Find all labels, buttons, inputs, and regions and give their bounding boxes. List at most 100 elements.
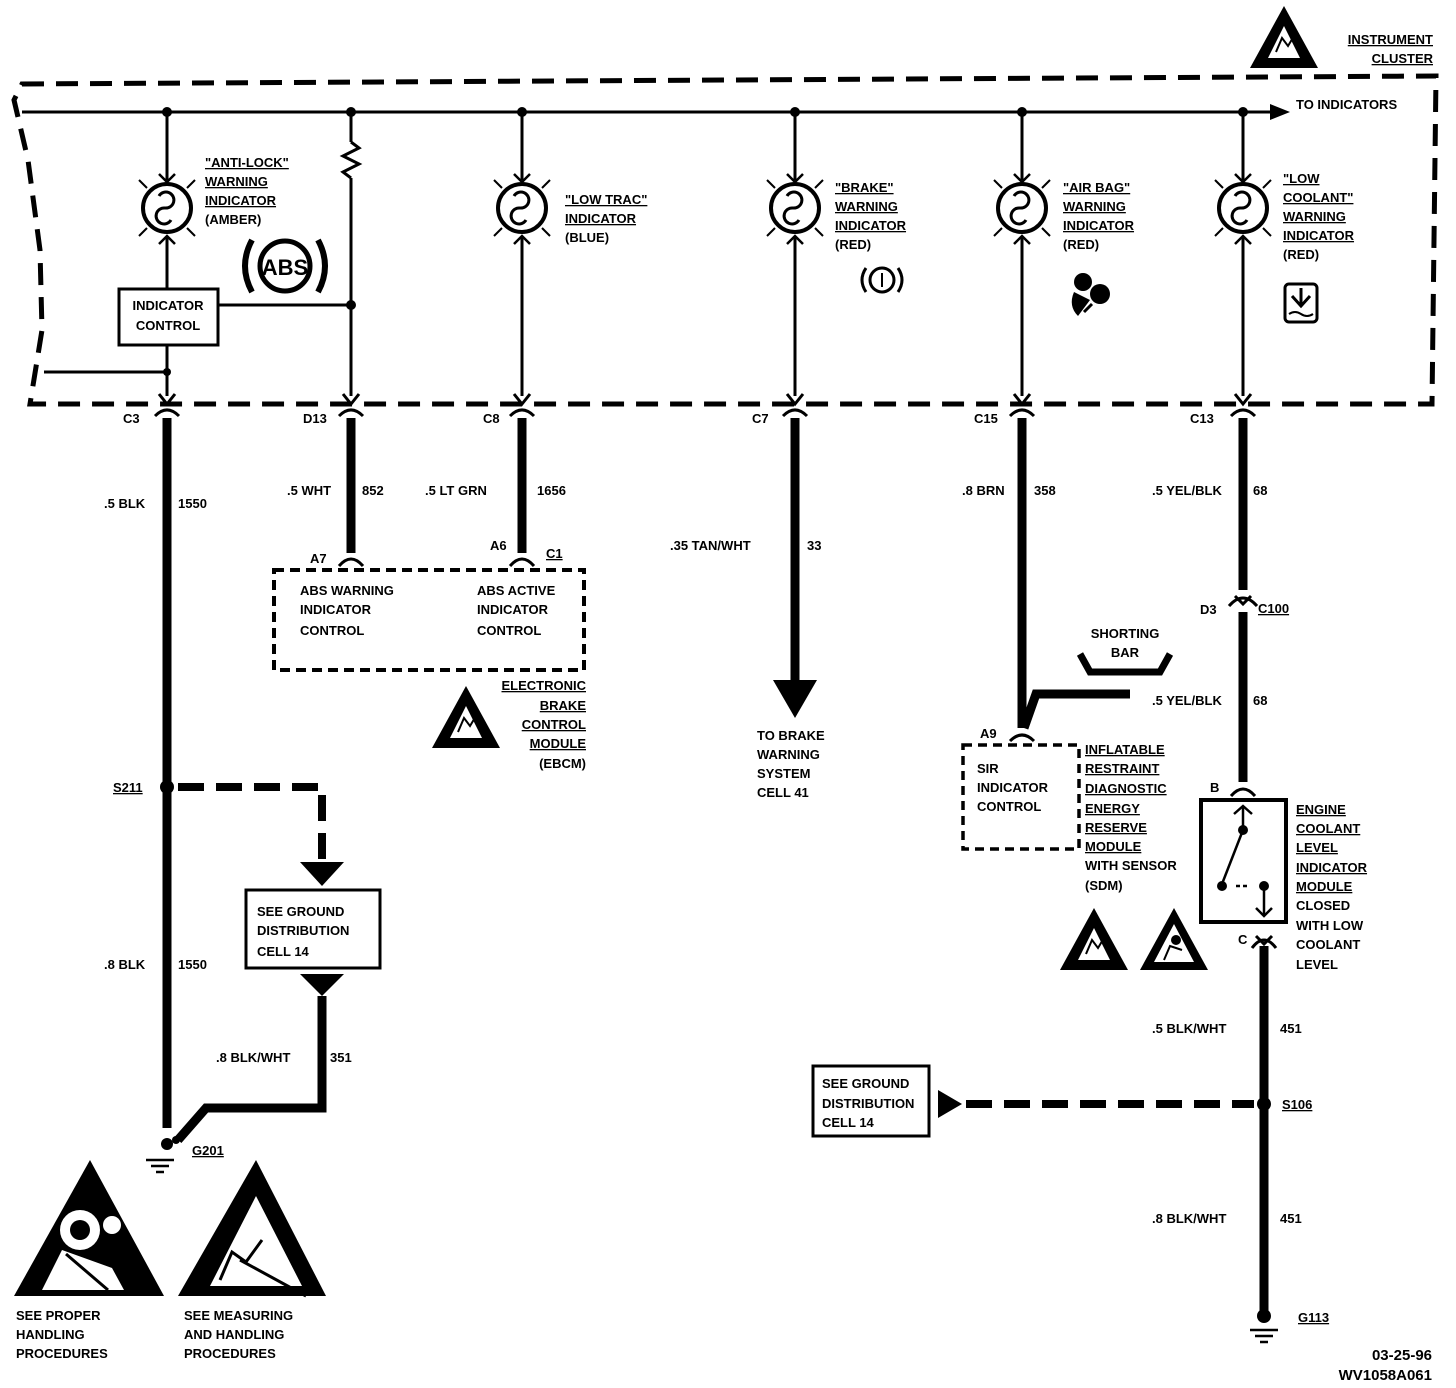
- label-indicators-1-l3: (BLUE): [565, 230, 609, 245]
- label-c100-pin: D3: [1200, 602, 1217, 617]
- brake-arrow-icon: [773, 680, 817, 718]
- label-legend-a1: SEE PROPER: [16, 1308, 101, 1323]
- label-wires-w33-n: 33: [807, 538, 821, 553]
- label-brake_dest-l1: TO BRAKE: [757, 728, 825, 743]
- label-sdm-l1: SIR: [977, 761, 999, 776]
- label-ground_ref_2-l1: SEE GROUND: [822, 1076, 909, 1091]
- label-splices-s211: S211: [113, 780, 143, 795]
- label-sdm-n4: ENERGY: [1085, 801, 1140, 816]
- label-indicators-1-l2: INDICATOR: [565, 211, 637, 226]
- bulb-icon: [992, 178, 1052, 238]
- bulb-icon: [492, 178, 552, 238]
- label-indicators-0-l3: INDICATOR: [205, 193, 277, 208]
- label-brake_dest-l2: WARNING: [757, 747, 820, 762]
- label-connectors-c15: C15: [974, 411, 998, 426]
- label-grounds-g201: G201: [192, 1143, 224, 1158]
- label-ebcm-right3: CONTROL: [477, 623, 541, 638]
- label-sdm-pin: A9: [980, 726, 997, 741]
- label-sdm-n1: INFLATABLE: [1085, 742, 1165, 757]
- diagram-date: 03-25-96: [1372, 1347, 1432, 1364]
- indicator-control-label: CONTROL: [136, 318, 200, 333]
- airbag-handling-icon: [14, 1160, 164, 1296]
- label-wires-w1550b-g: .8 BLK: [104, 957, 146, 972]
- to-indicators-label: TO INDICATORS: [1296, 97, 1397, 112]
- label-coolant_module-s1: CLOSED: [1296, 898, 1350, 913]
- label-wires-w1656-n: 1656: [537, 483, 566, 498]
- label-wires-w358-n: 358: [1034, 483, 1056, 498]
- label-ebcm-n5: (EBCM): [539, 756, 586, 771]
- label-coolant_module-n5: MODULE: [1296, 879, 1353, 894]
- label-grounds-g113: G113: [1298, 1310, 1329, 1325]
- label-wires-w351-n: 351: [330, 1050, 352, 1065]
- shorting-bar: [1076, 652, 1174, 676]
- cluster-boundary: [11, 73, 1439, 407]
- label-brake_dest-l4: CELL 41: [757, 785, 809, 800]
- label-indicators-4-l3: WARNING: [1283, 209, 1346, 224]
- label-ground_ref_1-l2: DISTRIBUTION: [257, 923, 349, 938]
- airbag-warning-icon: [1140, 908, 1208, 970]
- ground-symbol-icon: [1248, 1328, 1280, 1344]
- label-indicators-4-l1: "LOW: [1283, 171, 1320, 186]
- label-indicators-3-l2: WARNING: [1063, 199, 1126, 214]
- airbag-symbol-icon: [1071, 273, 1110, 316]
- label-legend-b2: AND HANDLING: [184, 1327, 284, 1342]
- label-wires-w451b-g: .8 BLK/WHT: [1152, 1211, 1226, 1226]
- label-ebcm-left3: CONTROL: [300, 623, 364, 638]
- sdm-module: [961, 743, 1081, 851]
- label-legend-a2: HANDLING: [16, 1327, 85, 1342]
- esd-warning-icon: [431, 685, 501, 749]
- cluster-title: CLUSTER: [1372, 51, 1434, 66]
- label-sdm-l3: CONTROL: [977, 799, 1041, 814]
- label-coolant_module-n2: COOLANT: [1296, 821, 1360, 836]
- label-wires-w68a-g: .5 YEL/BLK: [1152, 483, 1222, 498]
- label-indicators-0-symbol: ABS: [262, 255, 308, 280]
- indicator-control-box: [117, 287, 220, 347]
- label-ebcm-n4: MODULE: [530, 736, 587, 751]
- label-c100-conn: C100: [1258, 601, 1289, 616]
- ground-symbol-icon: [144, 1158, 176, 1174]
- label-ebcm-right1: ABS ACTIVE: [477, 583, 556, 598]
- label-ground_ref_1-l3: CELL 14: [257, 944, 310, 959]
- label-ebcm-right2: INDICATOR: [477, 602, 549, 617]
- label-ground_ref_2-l2: DISTRIBUTION: [822, 1096, 914, 1111]
- ebcm-module: [272, 568, 586, 672]
- label-sdm-n5: RESERVE: [1085, 820, 1147, 835]
- label-connectors-c3: C3: [123, 411, 140, 426]
- label-wires-w1656-g: .5 LT GRN: [425, 483, 487, 498]
- label-wires-w68b-g: .5 YEL/BLK: [1152, 693, 1222, 708]
- label-indicators-2-l2: WARNING: [835, 199, 898, 214]
- label-connectors-c7: C7: [752, 411, 769, 426]
- label-ebcm-n2: BRAKE: [540, 698, 587, 713]
- label-wires-w68b-n: 68: [1253, 693, 1267, 708]
- label-ebcm-pin_a7: A7: [310, 551, 327, 566]
- label-shorting_bar-l1: SHORTING: [1091, 626, 1160, 641]
- label-wires-w1550b-n: 1550: [178, 957, 207, 972]
- label-coolant_module-n1: ENGINE: [1296, 802, 1346, 817]
- label-wires-w852-n: 852: [362, 483, 384, 498]
- label-indicators-3-l1: "AIR BAG": [1063, 180, 1130, 195]
- label-connectors-d13: D13: [303, 411, 327, 426]
- label-indicators-2-l3: INDICATOR: [835, 218, 907, 233]
- esd-warning-icon: [1249, 5, 1319, 69]
- ground-ref-box: [244, 888, 382, 970]
- label-wires-w351-g: .8 BLK/WHT: [216, 1050, 290, 1065]
- label-wires-w1550a-g: .5 BLK: [104, 496, 146, 511]
- label-indicators-2-l4: (RED): [835, 237, 871, 252]
- label-ebcm-n1: ELECTRONIC: [502, 678, 587, 693]
- label-ground_ref_1-l1: SEE GROUND: [257, 904, 344, 919]
- label-wires-w68a-n: 68: [1253, 483, 1267, 498]
- label-sdm-n2: RESTRAINT: [1085, 761, 1159, 776]
- label-ebcm-left1: ABS WARNING: [300, 583, 394, 598]
- label-indicators-4-l2: COOLANT": [1283, 190, 1353, 205]
- label-wires-w451a-g: .5 BLK/WHT: [1152, 1021, 1226, 1036]
- label-indicators-3-l4: (RED): [1063, 237, 1099, 252]
- label-ebcm-n3: CONTROL: [522, 717, 586, 732]
- label-coolant_module-s2: WITH LOW: [1296, 918, 1364, 933]
- coolant-symbol-icon: [1283, 282, 1319, 324]
- bulb-icon: [137, 178, 197, 238]
- label-indicators-0-l4: (AMBER): [205, 212, 261, 227]
- label-coolant_module-s4: LEVEL: [1296, 957, 1338, 972]
- indicator-control-label: INDICATOR: [132, 298, 204, 313]
- label-wires-w451a-n: 451: [1280, 1021, 1302, 1036]
